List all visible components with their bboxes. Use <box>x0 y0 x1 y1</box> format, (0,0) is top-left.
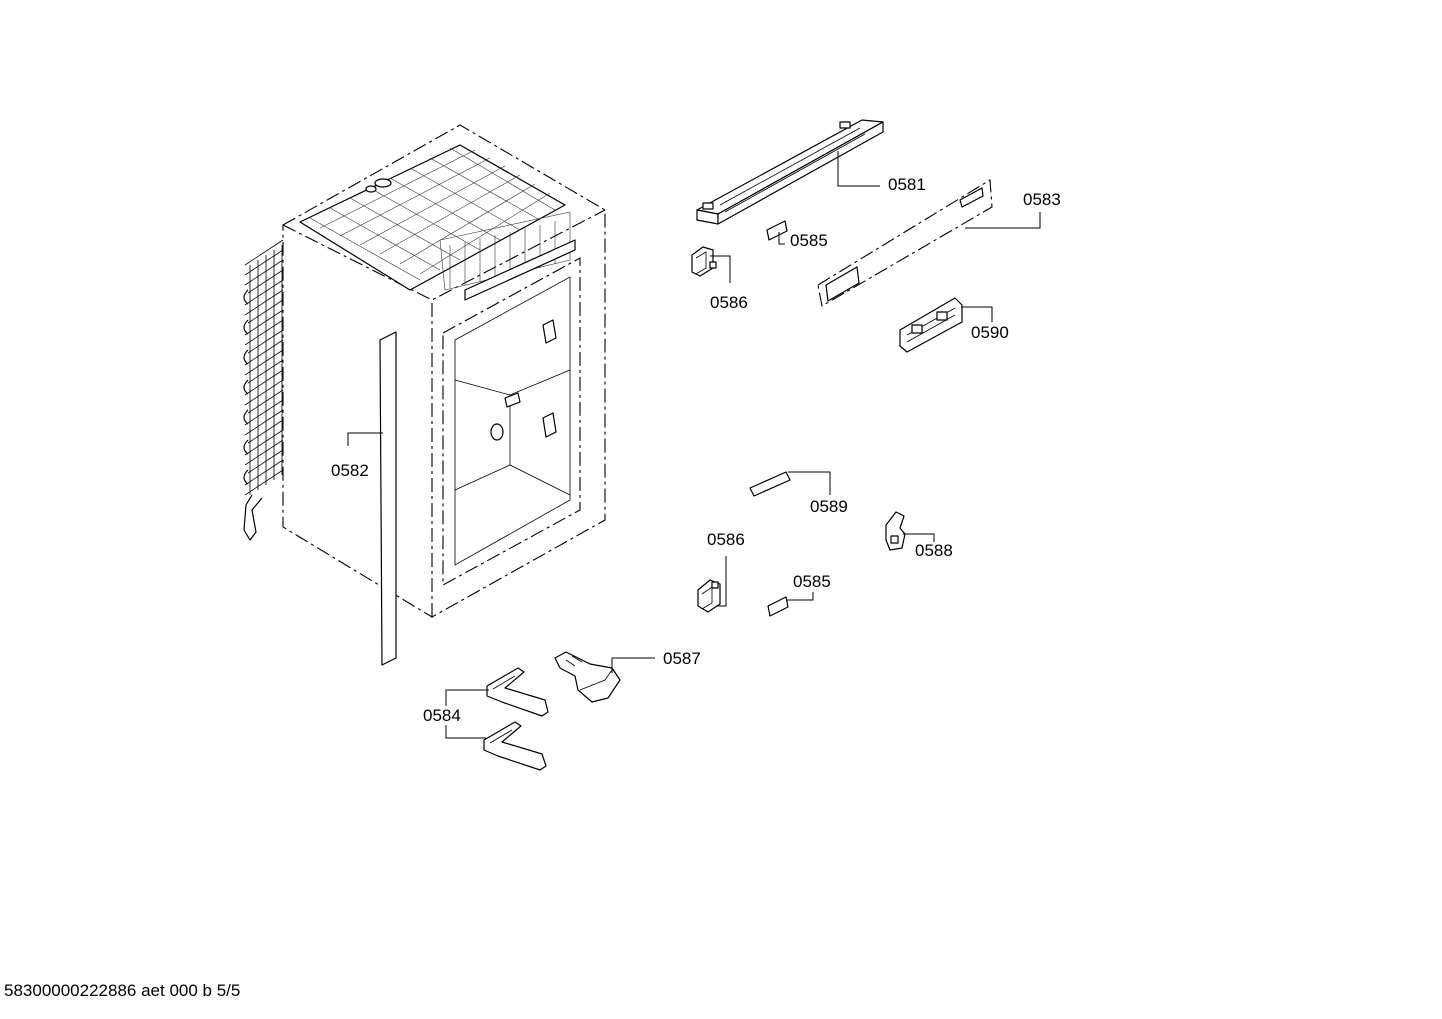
label-0589: 0589 <box>810 497 848 516</box>
label-0582: 0582 <box>331 461 369 480</box>
condenser-coil <box>243 239 284 541</box>
label-0584: 0584 <box>423 706 461 725</box>
part-0583-panel: 0583 <box>817 179 1061 307</box>
label-0586-top: 0586 <box>710 293 748 312</box>
part-0582-seal-strip: 0582 <box>331 331 397 666</box>
cabinet-body <box>243 124 606 618</box>
label-0590: 0590 <box>971 323 1009 342</box>
part-0586-top: 0586 <box>691 246 748 312</box>
part-0584-hinges: 0584 <box>423 667 549 771</box>
label-0583: 0583 <box>1023 190 1061 209</box>
label-0587: 0587 <box>663 649 701 668</box>
part-0586-bottom: 0586 <box>697 530 745 613</box>
part-0585-top: 0585 <box>766 220 828 250</box>
label-0588: 0588 <box>915 541 953 560</box>
drawing-reference: 58300000222886 aet 000 b 5/5 <box>4 981 241 1000</box>
top-grid <box>299 144 576 301</box>
part-0588-hinge: 0588 <box>885 511 953 560</box>
part-0589-strip: 0589 <box>749 471 848 516</box>
part-0581-top-rail: 0581 <box>696 119 926 225</box>
part-0587-bracket: 0587 <box>554 649 701 703</box>
part-0585-bottom: 0585 <box>767 572 831 617</box>
label-0586-bottom: 0586 <box>707 530 745 549</box>
label-0585-top: 0585 <box>790 231 828 250</box>
part-0590-hinge-plate: 0590 <box>899 297 1009 353</box>
label-0585-bottom: 0585 <box>793 572 831 591</box>
label-0581: 0581 <box>888 175 926 194</box>
